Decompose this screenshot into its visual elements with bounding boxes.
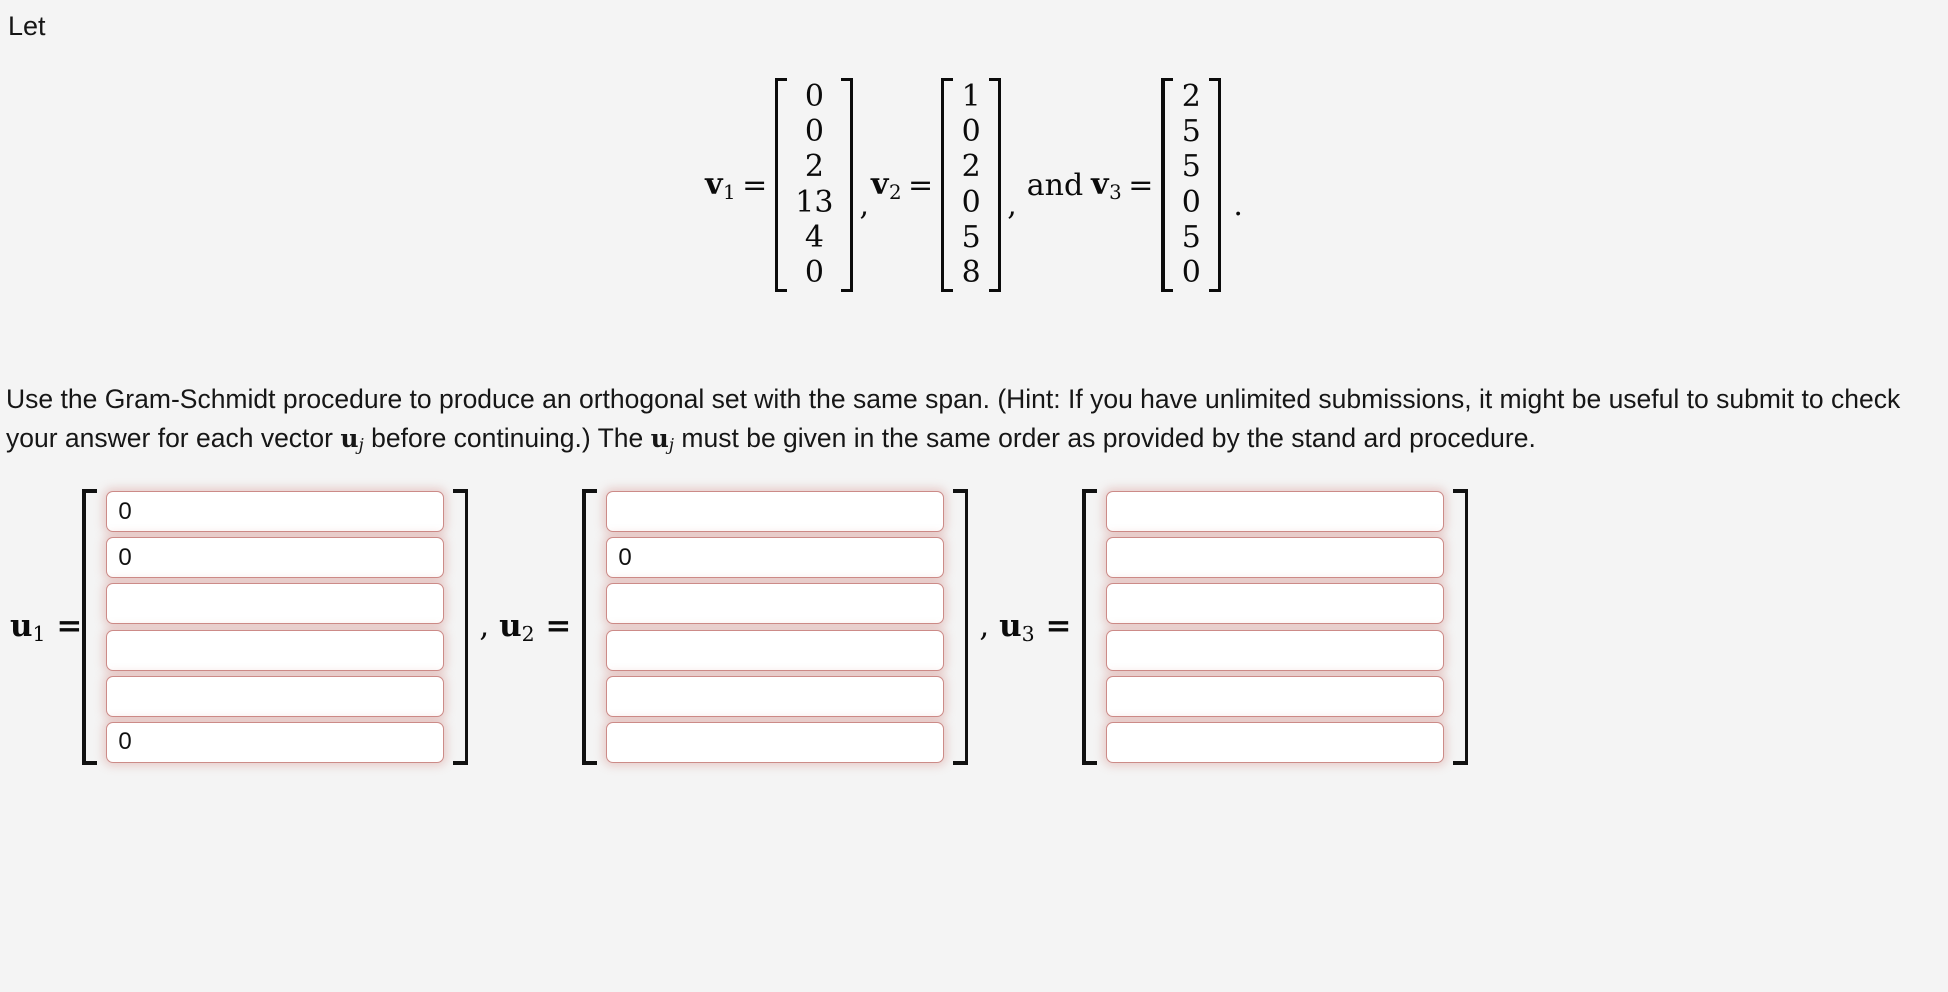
column-vector-v2: 1 0 2 0 5 8 bbox=[941, 78, 1002, 292]
answer-separator-1: , u2 = bbox=[479, 607, 572, 647]
left-bracket-icon bbox=[1161, 78, 1174, 292]
right-bracket-icon bbox=[1452, 489, 1469, 765]
vector-entries-v3: 2 5 5 0 5 0 bbox=[1174, 78, 1208, 292]
answer-input-area: u1 = , u2 = bbox=[0, 482, 1948, 772]
answer-input-u2-row2[interactable] bbox=[606, 537, 945, 579]
answer-fields-u2 bbox=[598, 489, 952, 765]
left-bracket-icon bbox=[775, 78, 788, 292]
vector-entry: 5 bbox=[961, 219, 981, 255]
right-bracket-icon bbox=[952, 489, 969, 765]
answer-separator-2: , u3 = bbox=[979, 607, 1072, 647]
vector-entries-v2: 1 0 2 0 5 8 bbox=[954, 78, 988, 292]
vector-entry: 5 bbox=[1181, 149, 1201, 185]
comma-separator: , bbox=[859, 188, 870, 223]
answer-input-u3-row6[interactable] bbox=[1106, 721, 1445, 763]
answer-input-u3-row2[interactable] bbox=[1106, 537, 1445, 579]
vector-entries-v1: 0 0 2 13 4 0 bbox=[788, 78, 840, 292]
answer-label-u3: u3 = bbox=[999, 607, 1072, 647]
equals-sign-v3: = bbox=[1128, 167, 1154, 203]
instruction-paragraph: Use the Gram-Schmidt procedure to produc… bbox=[6, 380, 1942, 466]
right-bracket-icon bbox=[1208, 78, 1222, 292]
equals-sign-v1: = bbox=[742, 167, 768, 203]
answer-input-u2-row4[interactable] bbox=[606, 629, 945, 671]
instruction-text-part-3: must be given in the same order as provi… bbox=[674, 423, 1536, 453]
answer-input-u2-row3[interactable] bbox=[606, 583, 945, 625]
left-bracket-icon bbox=[82, 489, 98, 765]
instruction-text-part-1: Use the Gram-Schmidt procedure to produc… bbox=[6, 384, 1901, 453]
answer-input-u1-row6[interactable] bbox=[106, 721, 445, 763]
vector-entry: 1 bbox=[961, 79, 981, 114]
left-bracket-icon bbox=[941, 78, 954, 292]
vector-entry: 0 bbox=[804, 79, 824, 114]
answer-label-u1: u1 = bbox=[10, 607, 83, 647]
comma-separator: , bbox=[1007, 188, 1017, 223]
vector-entry: 0 bbox=[1181, 184, 1201, 220]
right-bracket-icon bbox=[840, 78, 854, 292]
vector-entry: 0 bbox=[961, 184, 981, 220]
answer-input-u1-row5[interactable] bbox=[106, 675, 445, 717]
vector-entry: 0 bbox=[961, 114, 981, 150]
answer-input-u1-row1[interactable] bbox=[106, 491, 445, 532]
intro-word: Let bbox=[8, 11, 46, 41]
answer-input-u3-row3[interactable] bbox=[1106, 583, 1445, 625]
answer-vector-u2 bbox=[582, 489, 969, 765]
instruction-text-part-2: before continuing.) The bbox=[363, 423, 651, 453]
sentence-period: . bbox=[1233, 188, 1243, 223]
answer-fields-u3 bbox=[1098, 489, 1452, 765]
left-bracket-icon bbox=[582, 489, 598, 765]
answer-input-u2-row1[interactable] bbox=[606, 491, 945, 532]
answer-vector-u1 bbox=[82, 489, 469, 765]
right-bracket-icon bbox=[988, 78, 1002, 292]
answer-input-u3-row1[interactable] bbox=[1106, 491, 1445, 532]
column-vector-v3: 2 5 5 0 5 0 bbox=[1161, 78, 1222, 292]
answer-input-u1-row4[interactable] bbox=[106, 629, 445, 671]
answer-input-u2-row5[interactable] bbox=[606, 675, 945, 717]
vector-entry: 0 bbox=[804, 114, 824, 150]
vector-entry: 2 bbox=[1181, 79, 1201, 114]
right-bracket-icon bbox=[452, 489, 469, 765]
and-conjunction: and bbox=[1026, 167, 1084, 203]
vector-entry: 0 bbox=[1181, 254, 1201, 290]
vector-entry: 4 bbox=[804, 219, 824, 255]
vector-label-v2: v2 bbox=[871, 166, 903, 204]
math-symbol-uj: uj bbox=[340, 424, 364, 456]
answer-vector-u3 bbox=[1082, 489, 1469, 765]
given-vectors-expression: v1 = 0 0 2 13 4 0 , v2 = 1 0 2 0 bbox=[0, 55, 1948, 315]
vector-entry: 2 bbox=[804, 149, 824, 185]
vector-entry: 13 bbox=[795, 184, 834, 220]
vector-entry: 2 bbox=[961, 149, 981, 185]
vector-label-v1: v1 bbox=[705, 166, 737, 204]
answer-label-u2: u2 = bbox=[499, 607, 572, 647]
vector-entry: 8 bbox=[961, 254, 981, 290]
answer-input-u3-row5[interactable] bbox=[1106, 675, 1445, 717]
answer-input-u1-row2[interactable] bbox=[106, 537, 445, 579]
column-vector-v1: 0 0 2 13 4 0 bbox=[775, 78, 854, 292]
answer-input-u1-row3[interactable] bbox=[106, 583, 445, 625]
vector-entry: 5 bbox=[1181, 114, 1201, 150]
left-bracket-icon bbox=[1082, 489, 1098, 765]
vector-entry: 0 bbox=[804, 254, 824, 290]
answer-input-u2-row6[interactable] bbox=[606, 721, 945, 763]
math-symbol-uj: uj bbox=[650, 424, 675, 456]
answer-fields-u1 bbox=[98, 489, 452, 765]
equals-sign-v2: = bbox=[908, 167, 934, 203]
answer-input-u3-row4[interactable] bbox=[1106, 629, 1445, 671]
vector-entry: 5 bbox=[1181, 219, 1201, 255]
vector-label-v3: v3 bbox=[1091, 166, 1123, 204]
